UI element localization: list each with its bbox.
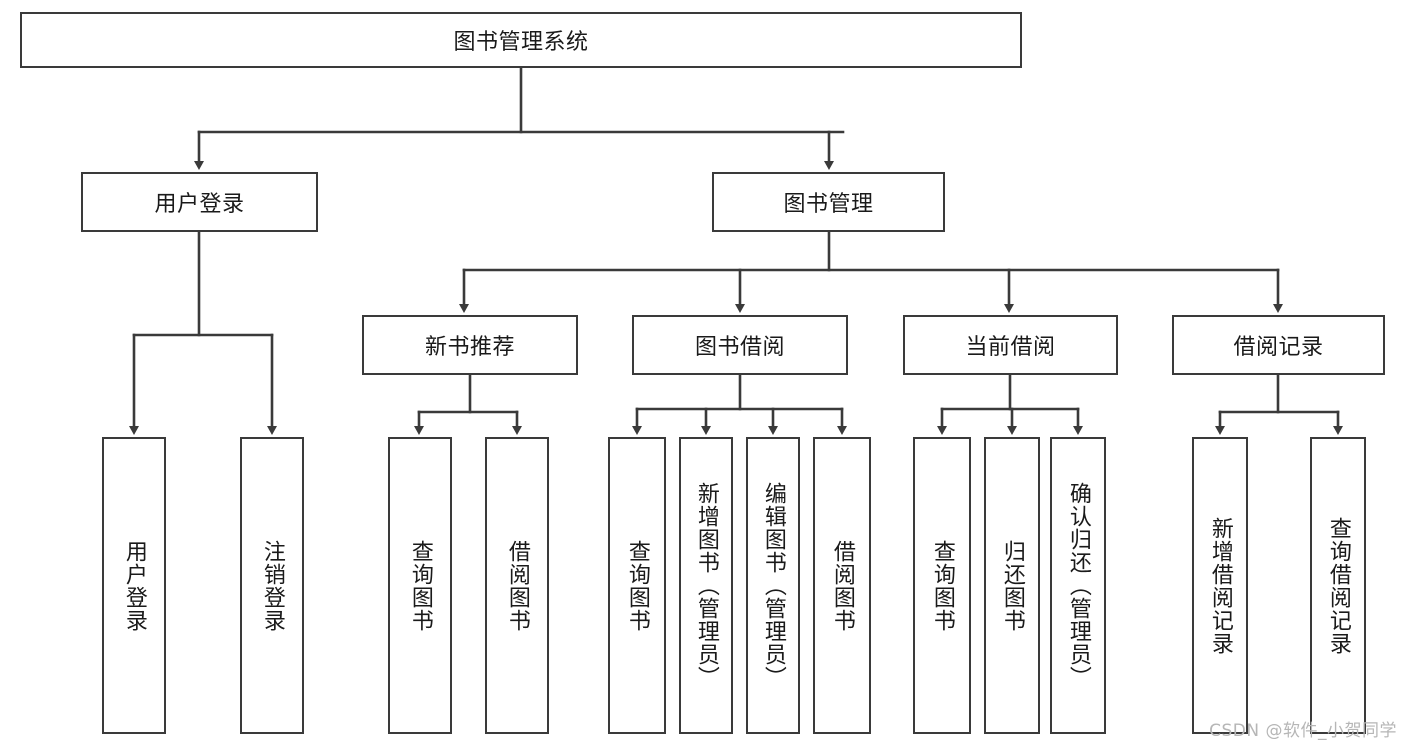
node-leaf-query-borrow-record-label: 查询借阅记录 <box>1325 516 1351 655</box>
node-borrow-record[interactable]: 借阅记录 <box>1172 315 1385 375</box>
node-new-book-recommend[interactable]: 新书推荐 <box>362 315 578 375</box>
node-leaf-query-book-3-label: 查询图书 <box>929 539 955 632</box>
node-leaf-query-book-2[interactable]: 查询图书 <box>608 437 666 734</box>
csdn-watermark: CSDN @软件_小贺同学 <box>1209 721 1397 741</box>
node-leaf-edit-book-label: 编辑图书（管理员） <box>760 482 786 689</box>
node-leaf-query-book-1-label: 查询图书 <box>407 539 433 632</box>
node-leaf-confirm-return[interactable]: 确认归还（管理员） <box>1050 437 1106 734</box>
node-leaf-user-login-label: 用户登录 <box>121 539 147 632</box>
node-leaf-query-book-1[interactable]: 查询图书 <box>388 437 452 734</box>
node-leaf-borrow-book-1[interactable]: 借阅图书 <box>485 437 549 734</box>
node-user-login-label: 用户登录 <box>154 192 245 217</box>
node-leaf-query-borrow-record[interactable]: 查询借阅记录 <box>1310 437 1366 734</box>
node-leaf-return-book-label: 归还图书 <box>999 539 1025 632</box>
node-leaf-logout[interactable]: 注销登录 <box>240 437 304 734</box>
node-book-management-label: 图书管理 <box>783 192 874 217</box>
node-leaf-query-book-3[interactable]: 查询图书 <box>913 437 971 734</box>
node-book-borrow[interactable]: 图书借阅 <box>632 315 848 375</box>
node-new-book-recommend-label: 新书推荐 <box>424 335 515 360</box>
node-leaf-confirm-return-label: 确认归还（管理员） <box>1065 482 1091 689</box>
node-current-borrow[interactable]: 当前借阅 <box>903 315 1118 375</box>
node-root-label: 图书管理系统 <box>453 30 589 55</box>
node-leaf-add-book-label: 新增图书（管理员） <box>693 482 719 689</box>
node-leaf-query-book-2-label: 查询图书 <box>624 539 650 632</box>
node-leaf-borrow-book-2[interactable]: 借阅图书 <box>813 437 871 734</box>
node-leaf-borrow-book-1-label: 借阅图书 <box>504 539 530 632</box>
node-book-management[interactable]: 图书管理 <box>712 172 945 232</box>
node-root[interactable]: 图书管理系统 <box>20 12 1022 68</box>
node-book-borrow-label: 图书借阅 <box>694 335 785 360</box>
node-leaf-return-book[interactable]: 归还图书 <box>984 437 1040 734</box>
node-borrow-record-label: 借阅记录 <box>1233 335 1324 360</box>
node-user-login[interactable]: 用户登录 <box>81 172 318 232</box>
node-leaf-logout-label: 注销登录 <box>259 539 285 632</box>
node-leaf-user-login[interactable]: 用户登录 <box>102 437 166 734</box>
node-leaf-edit-book[interactable]: 编辑图书（管理员） <box>746 437 800 734</box>
node-leaf-add-book[interactable]: 新增图书（管理员） <box>679 437 733 734</box>
node-leaf-add-borrow-record-label: 新增借阅记录 <box>1207 516 1233 655</box>
node-leaf-add-borrow-record[interactable]: 新增借阅记录 <box>1192 437 1248 734</box>
node-current-borrow-label: 当前借阅 <box>965 335 1056 360</box>
node-leaf-borrow-book-2-label: 借阅图书 <box>829 539 855 632</box>
